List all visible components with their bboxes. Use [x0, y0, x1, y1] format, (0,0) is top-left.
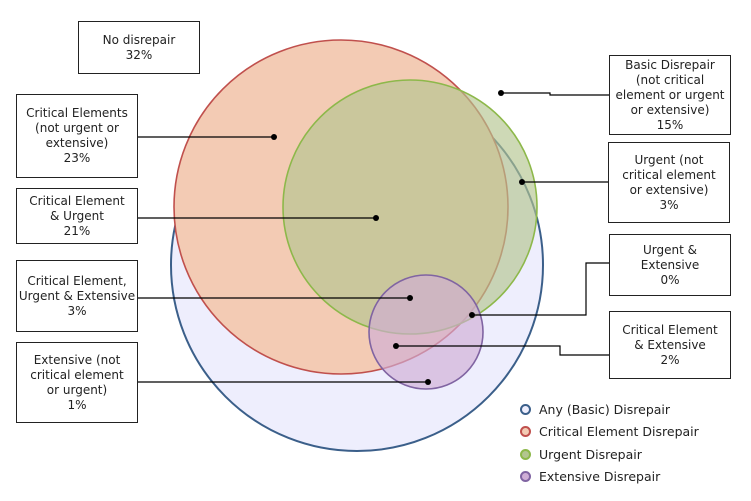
legend-swatch-any [520, 403, 531, 415]
label-line: Urgent (not [634, 152, 704, 167]
label-line: extensive) [45, 136, 109, 150]
label-line: Critical Element [622, 322, 718, 337]
label-line: 21% [63, 223, 91, 238]
label-line: 0% [660, 272, 680, 287]
label-line: 32% [125, 47, 153, 62]
legend-swatch-critical [520, 426, 531, 438]
legend-swatch-urgent [520, 448, 531, 460]
label-line: or extensive) [629, 182, 709, 197]
label-line: Urgent & [643, 242, 697, 257]
label-line: Extensive (not [33, 352, 121, 367]
label-line: Critical Element, [27, 273, 127, 288]
legend-item-any: Any (Basic) Disrepair [520, 398, 699, 421]
label-line: element or urgent [615, 87, 725, 102]
dot-extensive-only [425, 379, 431, 385]
label-line: 23% [63, 151, 91, 165]
label-line: 3% [67, 303, 87, 318]
legend: Any (Basic) Disrepair Critical Element D… [520, 398, 699, 488]
dot-urgent-extensive [469, 312, 475, 318]
label-line: 3% [659, 197, 679, 212]
label-line: Extensive [640, 257, 700, 272]
label-line: 15% [656, 117, 684, 132]
label-line: 2% [660, 352, 680, 367]
dot-critical-only [271, 134, 277, 140]
dot-critical-urgent-extensive [407, 295, 413, 301]
label-line: or urgent) [46, 382, 108, 397]
dot-urgent-only [519, 179, 525, 185]
label-line: (not critical [635, 72, 705, 87]
legend-label-urgent: Urgent Disrepair [539, 446, 642, 462]
label-line: Urgent & Extensive [18, 288, 136, 303]
legend-item-urgent: Urgent Disrepair [520, 443, 699, 466]
legend-item-critical: Critical Element Disrepair [520, 421, 699, 444]
label-line: critical element [622, 167, 716, 182]
legend-label-extensive: Extensive Disrepair [539, 469, 661, 485]
label-line: Critical Elements [26, 106, 128, 120]
label-line: 1% [67, 397, 87, 412]
label-line: & Extensive [634, 337, 706, 352]
leader-critical-extensive [396, 345, 609, 356]
legend-label-any: Any (Basic) Disrepair [539, 401, 671, 417]
leader-basic-only [501, 92, 609, 96]
leader-dots [271, 90, 525, 385]
legend-swatch-extensive [520, 471, 531, 483]
leader-urgent-extensive [472, 262, 609, 316]
label-line: (not urgent or [35, 121, 119, 135]
legend-label-critical: Critical Element Disrepair [539, 424, 699, 440]
leader-lines [138, 92, 609, 383]
legend-item-extensive: Extensive Disrepair [520, 466, 699, 489]
label-line: Basic Disrepair [625, 57, 715, 72]
extensive-circle [368, 274, 484, 390]
label-line: No disrepair [102, 32, 176, 47]
dot-basic-only [498, 90, 504, 96]
dot-critical-extensive [393, 343, 399, 349]
label-line: or extensive) [630, 102, 710, 117]
label-line: Critical Element [29, 193, 125, 208]
label-line: critical element [30, 367, 124, 382]
dot-critical-urgent [373, 215, 379, 221]
label-line: & Urgent [50, 208, 104, 223]
